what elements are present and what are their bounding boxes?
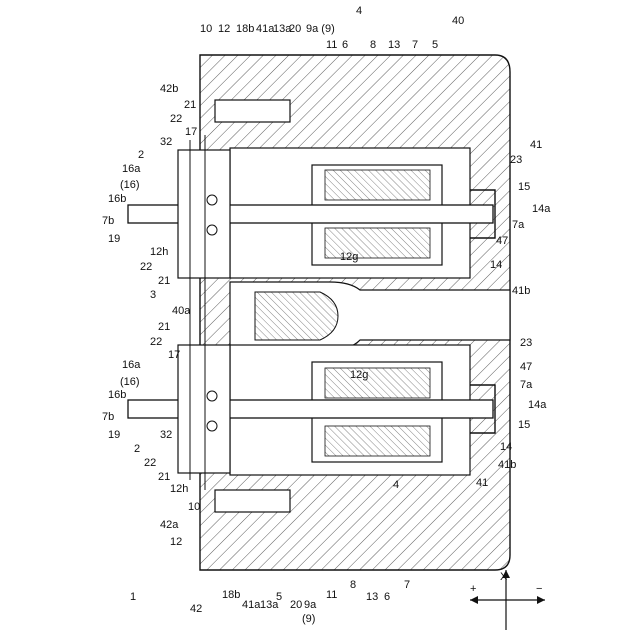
- label-left-7b2: 7b: [102, 215, 114, 227]
- label-right-14a: 14a: [532, 203, 551, 215]
- upper-coil-core-a: [325, 170, 430, 200]
- label-bottom-13: 13: [366, 591, 378, 603]
- label-bottom-18b: 18b: [222, 589, 240, 601]
- label-11: 11: [326, 39, 337, 51]
- label-right-41: 41: [530, 139, 542, 151]
- label-right-14: 14: [490, 259, 502, 271]
- label-left-12h2: 12h: [150, 246, 168, 258]
- label-right-7ab: 7a: [520, 379, 533, 391]
- label-right-23: 23: [510, 154, 522, 166]
- label-left-22b: 22: [150, 336, 162, 348]
- label-left-162: (16): [120, 179, 140, 191]
- label-right-14b: 14: [500, 441, 512, 453]
- label-8: 8: [370, 39, 376, 51]
- label-left-12g: 12g: [350, 369, 368, 381]
- label-left-7b: 7b: [102, 411, 114, 423]
- label-left-22c: 22: [140, 261, 152, 273]
- label-bottom-41a: 41a: [242, 599, 261, 611]
- label-right-14ab: 14a: [528, 399, 547, 411]
- lower-bracket: [178, 345, 230, 473]
- center-pocket-inner: [255, 292, 338, 340]
- label-bottom-5: 5: [276, 591, 282, 603]
- label-left-19: 19: [108, 429, 120, 441]
- label-right-41b: 41b: [512, 285, 530, 297]
- label-left-3: 3: [150, 289, 156, 301]
- label-13: 13: [388, 39, 400, 51]
- label-left-21: 21: [158, 471, 170, 483]
- label-left-12: 12: [170, 536, 182, 548]
- axis-minus-label: −: [536, 583, 542, 595]
- label-right-23b: 23: [520, 337, 532, 349]
- label-left-17b: 17: [185, 126, 197, 138]
- label-right-15b: 15: [518, 419, 530, 431]
- label-left-42a: 42a: [160, 519, 179, 531]
- label-bottom-42: 42: [190, 603, 202, 615]
- label-left-19b: 19: [108, 233, 120, 245]
- label-5: 5: [432, 39, 438, 51]
- label-9a: 9a (9): [306, 23, 335, 35]
- label-left-22d: 22: [170, 113, 182, 125]
- label-10: 10: [200, 23, 212, 35]
- label-6: 6: [342, 39, 348, 51]
- label-left-42b: 42b: [160, 83, 178, 95]
- label-left-16a2: 16a: [122, 163, 141, 175]
- label-4: 4: [356, 5, 362, 17]
- label-misc-4: 4: [393, 479, 399, 491]
- upper-screw: [215, 100, 290, 122]
- label-right-47b: 47: [520, 361, 532, 373]
- lower-coil-core-a: [325, 368, 430, 398]
- label-bottom-6: 6: [384, 591, 390, 603]
- label-left-16b: 16b: [108, 389, 126, 401]
- axis-plus-label: +: [470, 583, 476, 595]
- label-12: 12: [218, 23, 230, 35]
- label-7: 7: [412, 39, 418, 51]
- label-left-21b: 21: [158, 321, 170, 333]
- label-left-10: 10: [188, 501, 200, 513]
- label-left-16: (16): [120, 376, 140, 388]
- label-left-32: 32: [160, 136, 172, 148]
- label-20: 20: [289, 23, 301, 35]
- label-right-41bb: 41b: [498, 459, 516, 471]
- label-left-21d: 21: [184, 99, 196, 111]
- axis-x-label: X: [500, 571, 508, 583]
- label-bottom-7: 7: [404, 579, 410, 591]
- label-bottom-9: (9): [302, 613, 315, 625]
- label-left-21c: 21: [158, 275, 170, 287]
- label-bottom-8: 8: [350, 579, 356, 591]
- label-left-16b2: 16b: [108, 193, 126, 205]
- label-bottom-9a: 9a: [304, 599, 317, 611]
- lower-screw: [215, 490, 290, 512]
- label-left-40a: 40a: [172, 305, 191, 317]
- label-right-41c: 41: [476, 477, 488, 489]
- upper-bracket: [178, 150, 230, 278]
- label-left-2: 2: [134, 443, 140, 455]
- label-right-47: 47: [496, 235, 508, 247]
- label-left-2b: 2: [138, 149, 144, 161]
- label-left-16a: 16a: [122, 359, 141, 371]
- label-40: 40: [452, 15, 464, 27]
- label-bottom-20: 20: [290, 599, 302, 611]
- label-left-12h: 12h: [170, 483, 188, 495]
- label-right-7a: 7a: [512, 219, 525, 231]
- lower-coil-core-b: [325, 426, 430, 456]
- label-misc-1: 1: [130, 591, 136, 603]
- label-left-22: 22: [144, 457, 156, 469]
- label-right-15: 15: [518, 181, 530, 193]
- label-misc-32: 32: [160, 429, 172, 441]
- axis-indicator: X + −: [470, 570, 545, 630]
- label-18b: 18b: [236, 23, 254, 35]
- label-bottom-11: 11: [326, 589, 337, 601]
- label-left-17: 17: [168, 349, 180, 361]
- label-misc-12g: 12g: [340, 251, 358, 263]
